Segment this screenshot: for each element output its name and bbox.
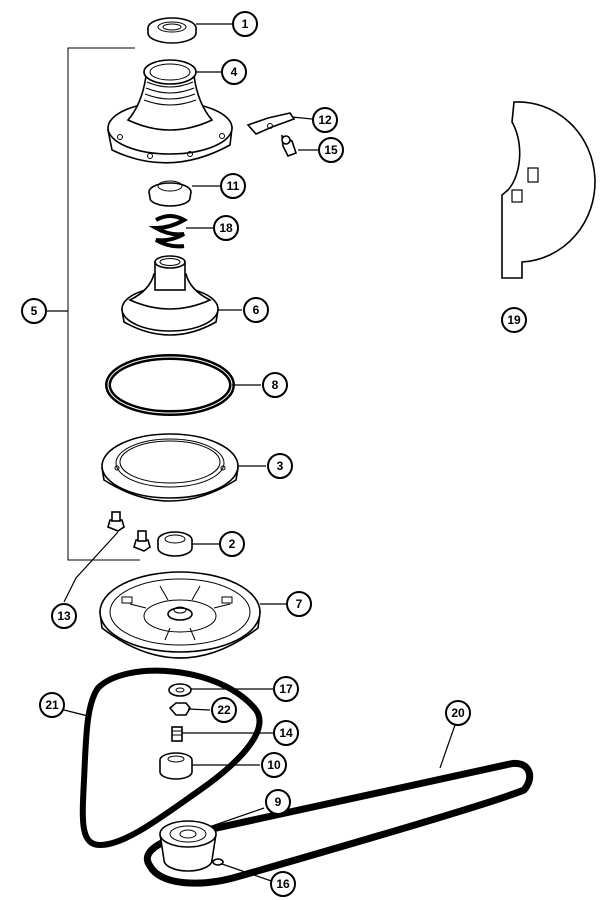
callout-1: 1 xyxy=(232,11,258,37)
part-14-stud xyxy=(171,726,183,742)
callout-7: 7 xyxy=(286,591,312,617)
callout-label-10: 10 xyxy=(267,758,281,772)
callout-17: 17 xyxy=(273,676,299,702)
callout-16: 16 xyxy=(270,871,296,897)
part-10-roller xyxy=(159,752,193,780)
callout-label-16: 16 xyxy=(276,877,290,891)
callout-5: 5 xyxy=(21,298,47,324)
callout-4: 4 xyxy=(221,59,247,85)
callout-label-9: 9 xyxy=(275,795,282,809)
part-8-gasket xyxy=(105,354,235,416)
callout-18: 18 xyxy=(213,215,239,241)
part-22-nut xyxy=(168,702,191,716)
part-9-pulley xyxy=(159,820,217,872)
leader-lines xyxy=(63,23,456,885)
part-21-belt xyxy=(79,667,263,849)
callout-3: 3 xyxy=(267,453,293,479)
callout-14: 14 xyxy=(273,720,299,746)
callout-label-8: 8 xyxy=(272,378,279,392)
callout-11: 11 xyxy=(220,173,246,199)
callout-8: 8 xyxy=(262,372,288,398)
part-16-set-screw xyxy=(212,858,224,866)
part-4-housing xyxy=(107,59,233,164)
part-12-clip xyxy=(246,112,296,135)
callout-label-3: 3 xyxy=(277,459,284,473)
callout-19: 19 xyxy=(501,307,527,333)
callout-20: 20 xyxy=(445,700,471,726)
part-1-seal xyxy=(147,17,197,44)
callout-label-19: 19 xyxy=(507,313,521,327)
callout-label-4: 4 xyxy=(231,65,238,79)
callout-label-7: 7 xyxy=(296,597,303,611)
callout-12: 12 xyxy=(312,107,338,133)
callout-label-1: 1 xyxy=(242,17,249,31)
part-19-spanner xyxy=(501,101,596,279)
callout-label-18: 18 xyxy=(219,221,233,235)
part-3-plate xyxy=(101,433,239,502)
callout-label-5: 5 xyxy=(31,304,38,318)
part-17-washer xyxy=(168,683,192,697)
part-15-pin xyxy=(281,134,298,158)
callout-21: 21 xyxy=(39,692,65,718)
part-6-drive-hub xyxy=(121,255,219,336)
assembly-bracket xyxy=(47,47,140,561)
callout-22: 22 xyxy=(211,697,237,723)
callout-15: 15 xyxy=(318,137,344,163)
callout-label-20: 20 xyxy=(451,706,465,720)
part-7-pulley xyxy=(99,571,261,659)
callout-13: 13 xyxy=(51,603,77,629)
part-18-spring xyxy=(148,214,189,249)
callout-label-12: 12 xyxy=(318,113,332,127)
part-11-bushing xyxy=(148,180,192,207)
callout-label-13: 13 xyxy=(57,609,71,623)
part-13-bolts xyxy=(107,511,151,552)
callout-9: 9 xyxy=(265,789,291,815)
callout-label-11: 11 xyxy=(227,179,240,193)
callout-label-21: 21 xyxy=(45,698,59,712)
callout-label-6: 6 xyxy=(253,303,260,317)
callout-label-2: 2 xyxy=(229,537,236,551)
callout-10: 10 xyxy=(261,752,287,778)
callout-6: 6 xyxy=(243,297,269,323)
callout-2: 2 xyxy=(219,531,245,557)
part-2-bushing xyxy=(157,531,193,557)
callout-label-15: 15 xyxy=(324,143,338,157)
callout-label-14: 14 xyxy=(279,726,293,740)
callout-label-22: 22 xyxy=(217,703,231,717)
callout-label-17: 17 xyxy=(279,682,293,696)
